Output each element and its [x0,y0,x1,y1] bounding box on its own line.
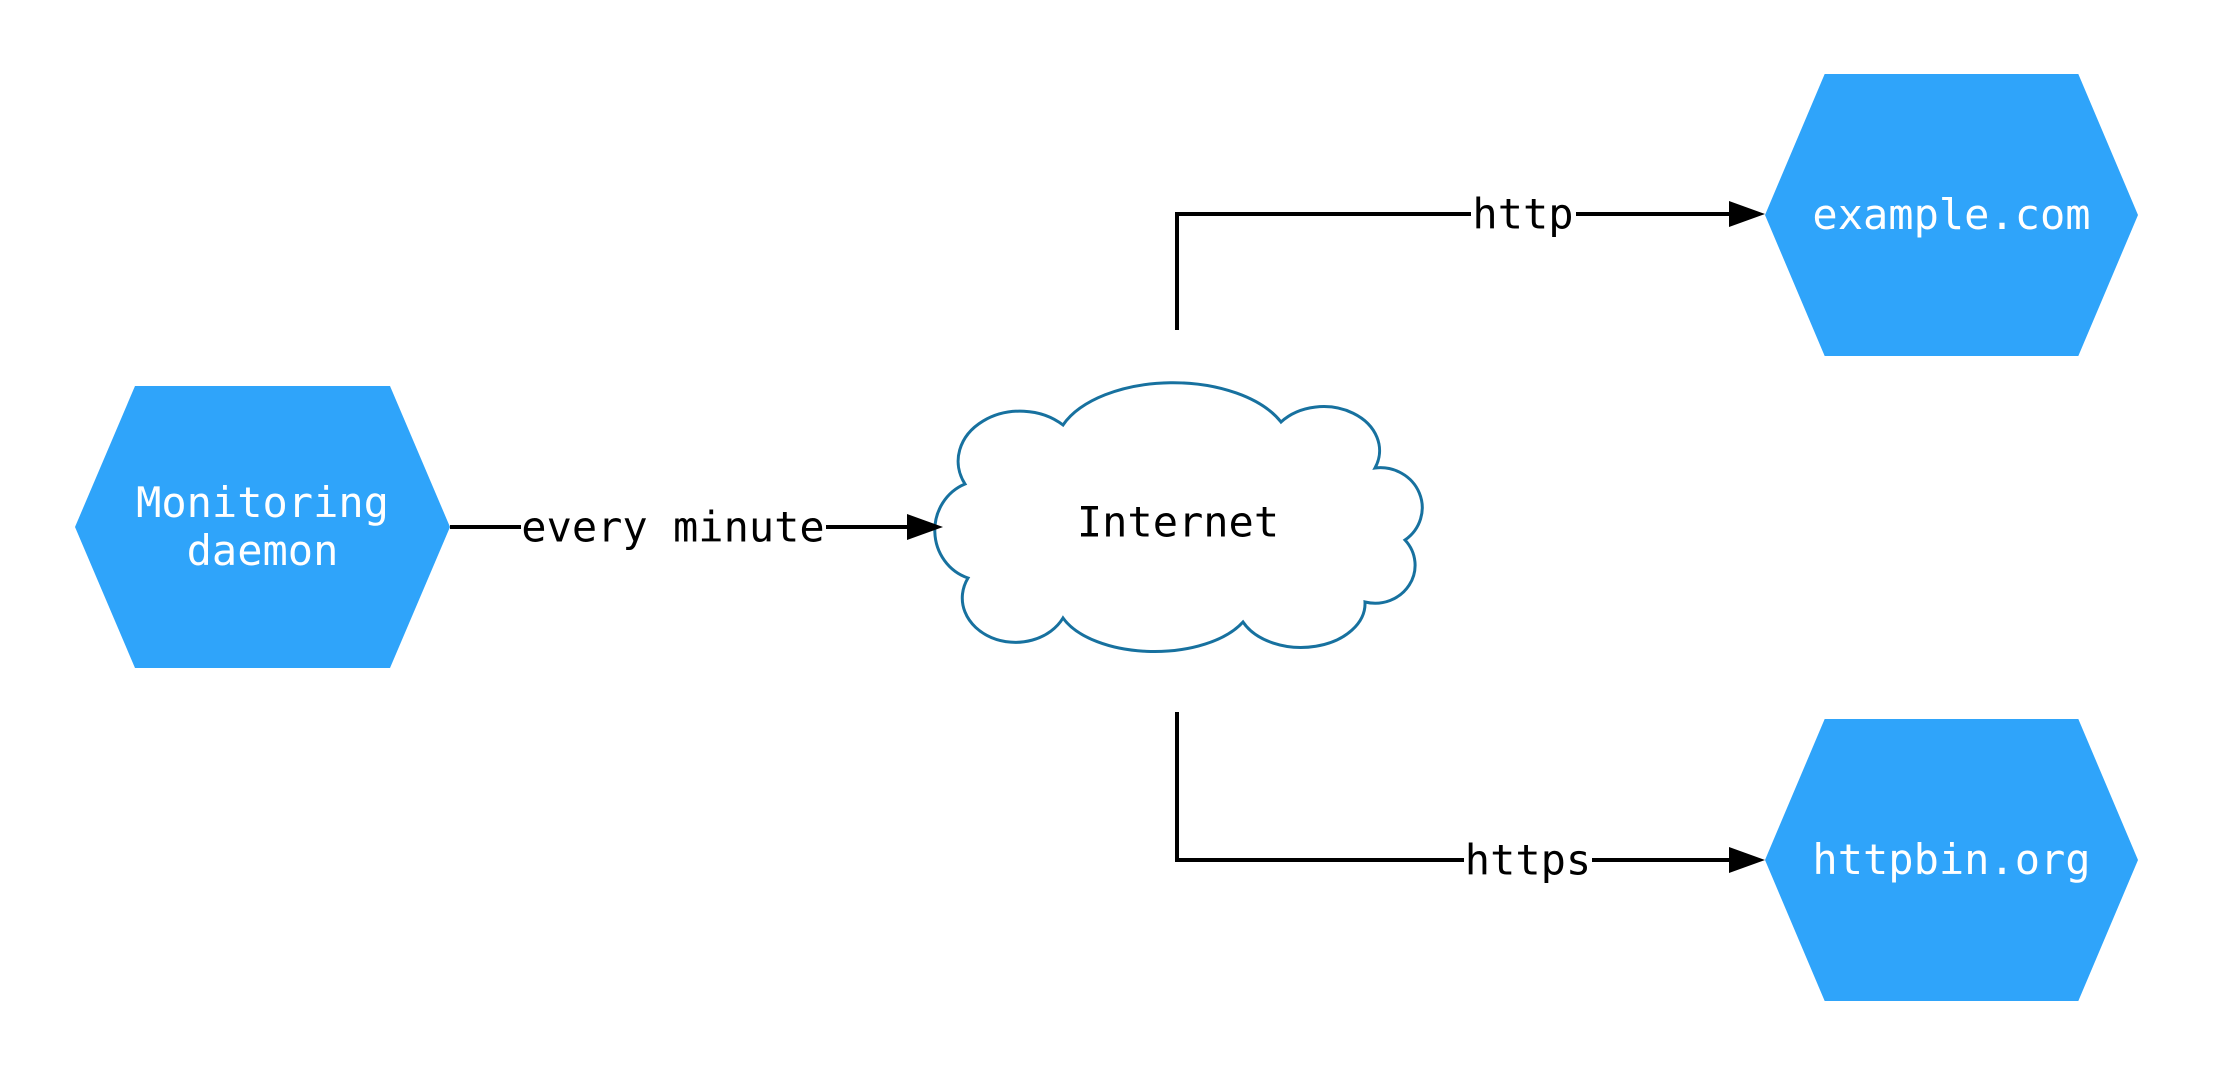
edge-segment [1175,712,1464,862]
arrowhead-icon [1729,847,1765,873]
edge-label-every-minute: every minute [521,503,824,552]
edge-monitoring-to-internet: every minute [450,503,943,552]
node-example-com: example.com [1765,74,2138,356]
cloud-shape [933,381,1424,653]
node-monitoring-daemon-label: Monitoring daemon [136,477,389,576]
edge-internet-to-example: http [1175,190,1765,330]
node-httpbin-org: httpbin.org [1765,719,2138,1001]
node-example-com-label: example.com [1812,189,2091,239]
arrowhead-icon [907,514,943,540]
edge-internet-to-httpbin: https [1175,712,1765,885]
edge-segment [1175,212,1471,330]
node-internet-label: Internet [1077,498,1279,547]
edge-label-https: https [1465,836,1591,885]
label-line-2: daemon [186,526,339,575]
node-monitoring-daemon: Monitoring daemon [75,386,450,668]
label-line: httpbin.org [1812,834,2091,884]
label-line-1: Monitoring [136,477,389,527]
node-internet-cloud: Internet [933,381,1424,653]
edge-label-http: http [1472,190,1573,239]
node-httpbin-org-label: httpbin.org [1812,834,2091,884]
label-line: example.com [1812,189,2091,239]
arrowhead-icon [1729,201,1765,227]
